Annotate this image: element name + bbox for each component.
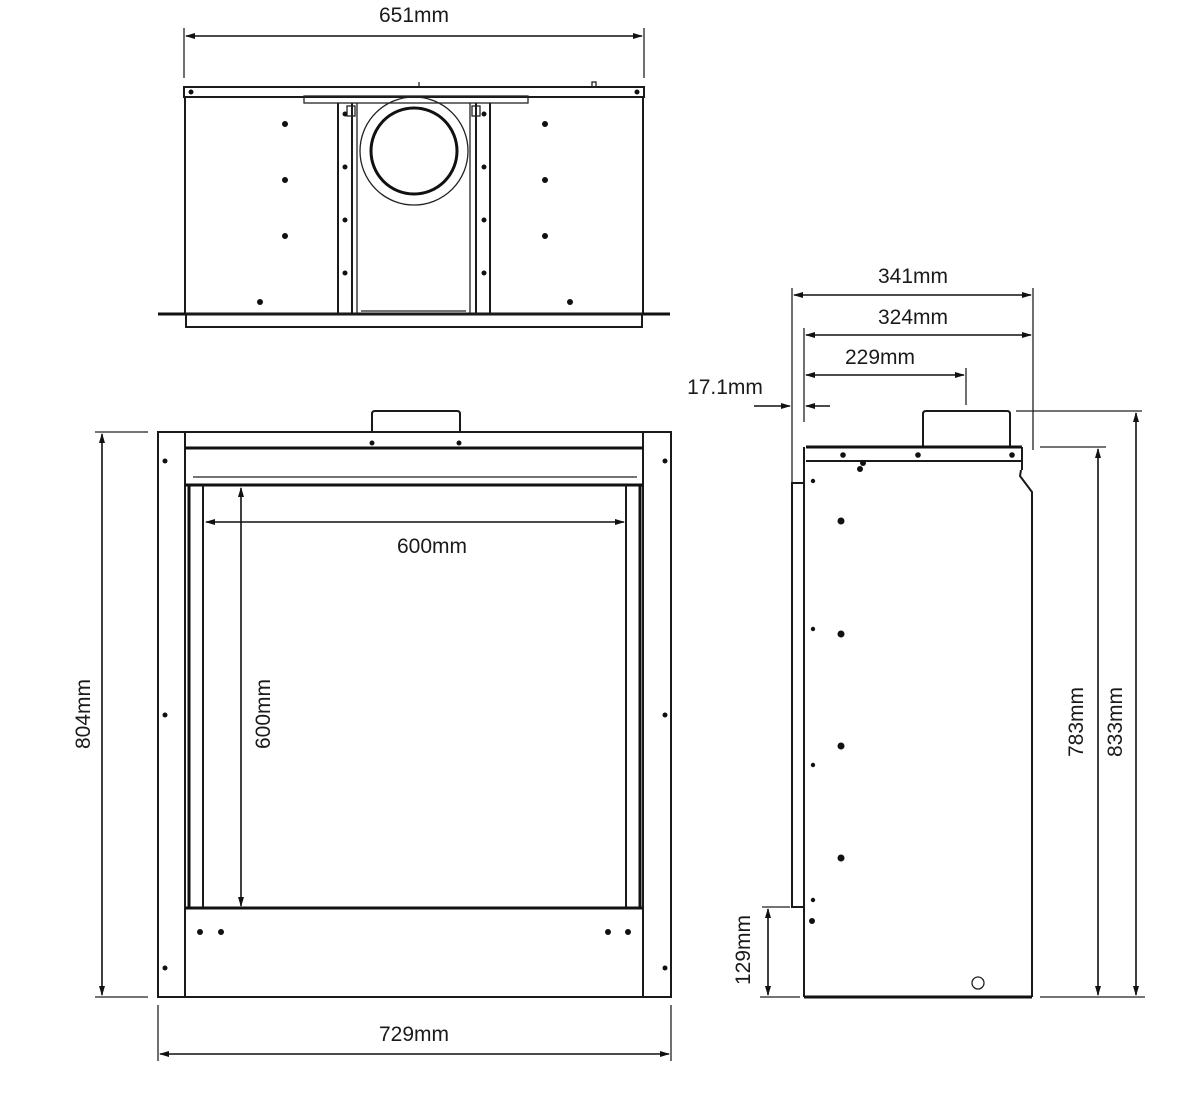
side-body-depth-dimension: 324mm [803,306,1032,422]
front-height-dimension: 804mm [72,431,148,998]
side-body-height-label: 783mm [1065,687,1088,757]
opening-width-dimension: 600mm [205,519,625,558]
front-width-dimension: 729mm [157,1005,672,1061]
flue-outlet-top [359,96,469,206]
opening-width-label: 600mm [397,535,467,558]
side-view: 341mm 324mm 229mm 17.1mm [687,265,1145,999]
front-height-label: 804mm [72,679,95,749]
side-base-height-dimension: 129mm [732,906,800,998]
top-view: 651mm [158,4,670,328]
opening-height-label: 600mm [252,679,275,749]
side-frame-offset-label: 17.1mm [687,376,763,399]
opening-height-dimension: 600mm [238,487,275,907]
side-base-height-label: 129mm [732,915,755,985]
side-overall-depth-dimension: 341mm [791,265,1034,490]
top-width-label: 651mm [379,4,449,27]
side-overall-depth-label: 341mm [878,265,948,288]
front-width-label: 729mm [379,1023,449,1046]
top-width-dimension: 651mm [183,4,645,78]
side-flue-center-label: 229mm [845,346,915,369]
front-view: 600mm 600mm 804mm 729mm [72,410,672,1061]
side-overall-height-dimension: 833mm [1016,410,1142,996]
side-body-depth-label: 324mm [878,306,948,329]
side-body-height-dimension: 783mm [1040,446,1145,998]
side-overall-height-label: 833mm [1104,687,1127,757]
side-frame-offset-dimension: 17.1mm [687,376,830,409]
side-flue-center-dimension: 229mm [805,346,967,405]
